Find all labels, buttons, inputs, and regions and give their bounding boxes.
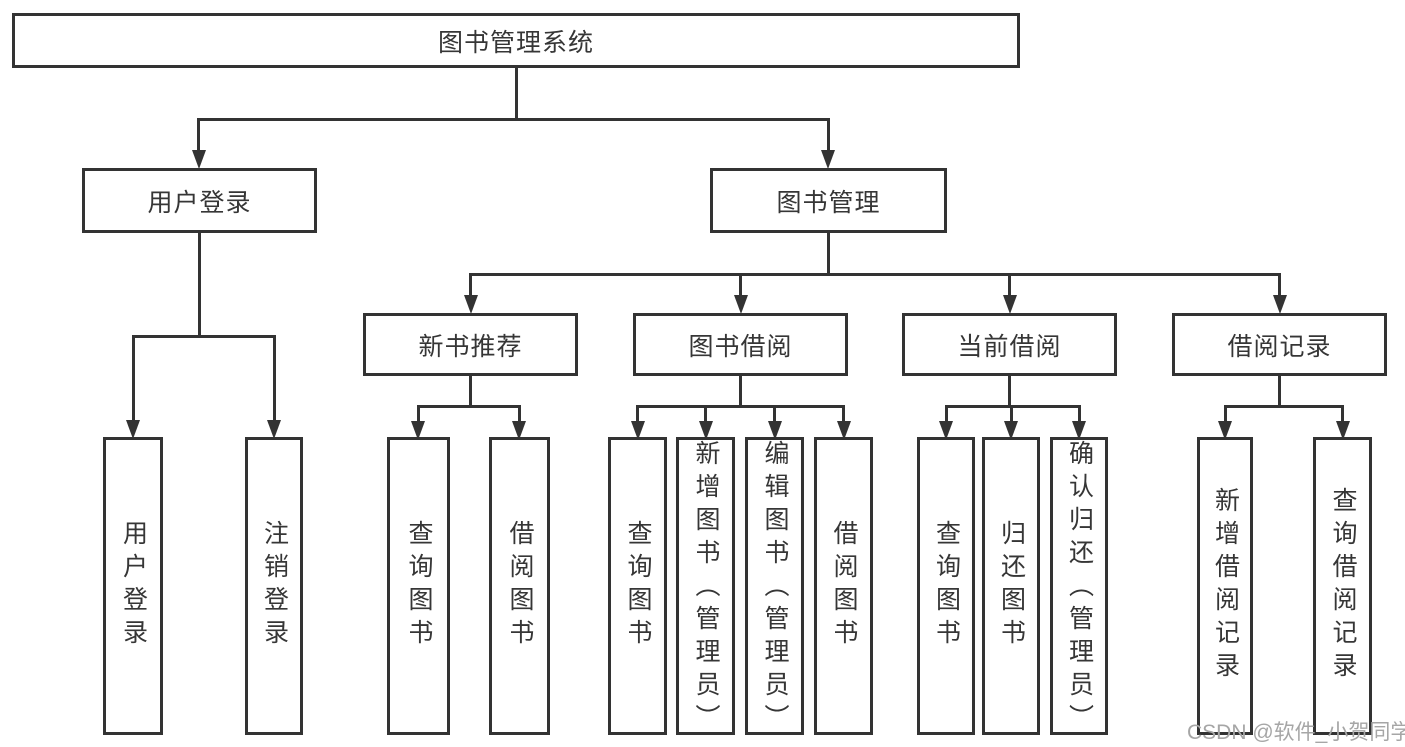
arrow-down-icon xyxy=(631,421,645,440)
arrow-down-icon xyxy=(1218,421,1232,440)
node-borrow-books-newbook: 借阅图书 xyxy=(489,437,550,735)
node-query-borrow-record-label: 查询借阅记录 xyxy=(1329,487,1357,685)
node-return-books-label: 归还图书 xyxy=(997,520,1026,652)
arrow-down-icon xyxy=(1003,295,1017,314)
node-query-books-borrowing-label: 查询图书 xyxy=(624,520,652,652)
connector-drop-leaf xyxy=(1010,405,1013,423)
node-borrow-books-borrowing-label: 借阅图书 xyxy=(830,520,858,652)
node-borrowing-records-label: 借阅记录 xyxy=(1227,332,1332,361)
node-query-books-current: 查询图书 xyxy=(917,437,975,735)
connector-records-bar xyxy=(1224,405,1344,408)
node-borrowing-records: 借阅记录 xyxy=(1172,313,1387,376)
connector-drop-new-book xyxy=(469,273,472,297)
node-borrow-books-borrowing: 借阅图书 xyxy=(814,437,873,735)
watermark-text: CSDN @软件_小贺同学 xyxy=(1187,721,1405,744)
node-edit-books-admin: 编辑图书（管理员） xyxy=(745,437,804,737)
node-add-books-admin-label: 新增图书（管理员） xyxy=(692,440,720,737)
connector-new-book-stub xyxy=(469,374,472,407)
arrow-down-icon xyxy=(837,421,851,440)
arrow-down-icon xyxy=(126,420,140,439)
connector-drop-records xyxy=(1278,273,1281,297)
node-current-borrowing-label: 当前借阅 xyxy=(957,332,1062,361)
connector-drop-leaf xyxy=(417,405,420,423)
connector-drop-leaf xyxy=(842,405,845,423)
node-query-books-newbook-label: 查询图书 xyxy=(405,520,433,652)
node-edit-books-admin-label: 编辑图书（管理员） xyxy=(761,440,789,737)
connector-drop-leaf xyxy=(1224,405,1227,423)
connector-root-stub xyxy=(515,66,518,120)
connector-drop-borrowing xyxy=(739,273,742,297)
connector-records-stub xyxy=(1278,374,1281,407)
node-add-books-admin: 新增图书（管理员） xyxy=(676,437,735,737)
arrow-down-icon xyxy=(1004,421,1018,440)
node-query-books-newbook: 查询图书 xyxy=(387,437,450,735)
connector-borrowing-stub xyxy=(739,374,742,407)
arrow-down-icon xyxy=(1273,295,1287,314)
node-new-book-recommendation-label: 新书推荐 xyxy=(418,332,523,361)
node-query-borrow-record: 查询借阅记录 xyxy=(1313,437,1372,735)
node-confirm-return-admin-label: 确认归还（管理员） xyxy=(1065,440,1094,737)
connector-user-login-stub xyxy=(198,231,201,337)
connector-drop-leaf xyxy=(704,405,707,423)
connector-drop-user-login xyxy=(197,118,200,152)
arrow-down-icon xyxy=(192,150,206,169)
node-query-books-current-label: 查询图书 xyxy=(932,520,961,652)
connector-drop-leaf xyxy=(945,405,948,423)
arrow-down-icon xyxy=(1072,421,1086,440)
arrow-down-icon xyxy=(411,421,425,440)
node-book-borrowing-label: 图书借阅 xyxy=(688,332,793,361)
arrow-down-icon xyxy=(734,295,748,314)
connector-current-bar xyxy=(945,405,1081,408)
connector-drop-leaf xyxy=(773,405,776,423)
node-confirm-return-admin: 确认归还（管理员） xyxy=(1050,437,1108,737)
connector-level2-bar xyxy=(198,118,830,121)
node-add-borrow-record: 新增借阅记录 xyxy=(1197,437,1253,735)
node-new-book-recommendation: 新书推荐 xyxy=(363,313,578,376)
node-user-login-leaf-label: 用户登录 xyxy=(119,520,148,652)
connector-drop-leaf xyxy=(636,405,639,423)
node-user-login-label: 用户登录 xyxy=(147,188,252,217)
arrow-down-icon xyxy=(512,421,526,440)
connector-drop-leaf xyxy=(1341,405,1344,423)
node-current-borrowing: 当前借阅 xyxy=(902,313,1117,376)
arrow-down-icon xyxy=(821,150,835,169)
arrow-down-icon xyxy=(464,295,478,314)
arrow-down-icon xyxy=(699,421,713,440)
connector-drop-leaf xyxy=(1078,405,1081,423)
node-book-borrowing: 图书借阅 xyxy=(633,313,848,376)
connector-sections-bar xyxy=(469,273,1281,276)
connector-book-management-stub xyxy=(827,231,830,275)
node-logout: 注销登录 xyxy=(245,437,303,735)
node-logout-label: 注销登录 xyxy=(260,520,289,652)
arrow-down-icon xyxy=(939,421,953,440)
node-borrow-books-newbook-label: 借阅图书 xyxy=(506,520,534,652)
node-user-login: 用户登录 xyxy=(82,168,317,233)
connector-current-stub xyxy=(1008,374,1011,407)
connector-new-book-bar xyxy=(417,405,521,408)
connector-borrowing-bar xyxy=(636,405,845,408)
node-library-system: 图书管理系统 xyxy=(12,13,1020,68)
connector-drop-book-management xyxy=(827,118,830,152)
node-query-books-borrowing: 查询图书 xyxy=(608,437,667,735)
node-library-system-label: 图书管理系统 xyxy=(437,28,594,57)
node-user-login-leaf: 用户登录 xyxy=(103,437,163,735)
arrow-down-icon xyxy=(267,420,281,439)
arrow-down-icon xyxy=(768,421,782,440)
connector-drop-logout-leaf xyxy=(273,335,276,421)
connector-user-login-bar xyxy=(132,335,275,338)
connector-drop-login-leaf xyxy=(132,335,135,421)
connector-drop-current xyxy=(1008,273,1011,297)
arrow-down-icon xyxy=(1336,421,1350,440)
node-return-books: 归还图书 xyxy=(982,437,1040,735)
node-book-management: 图书管理 xyxy=(710,168,947,233)
node-add-borrow-record-label: 新增借阅记录 xyxy=(1211,487,1240,685)
connector-drop-leaf xyxy=(518,405,521,423)
node-book-management-label: 图书管理 xyxy=(776,188,881,217)
